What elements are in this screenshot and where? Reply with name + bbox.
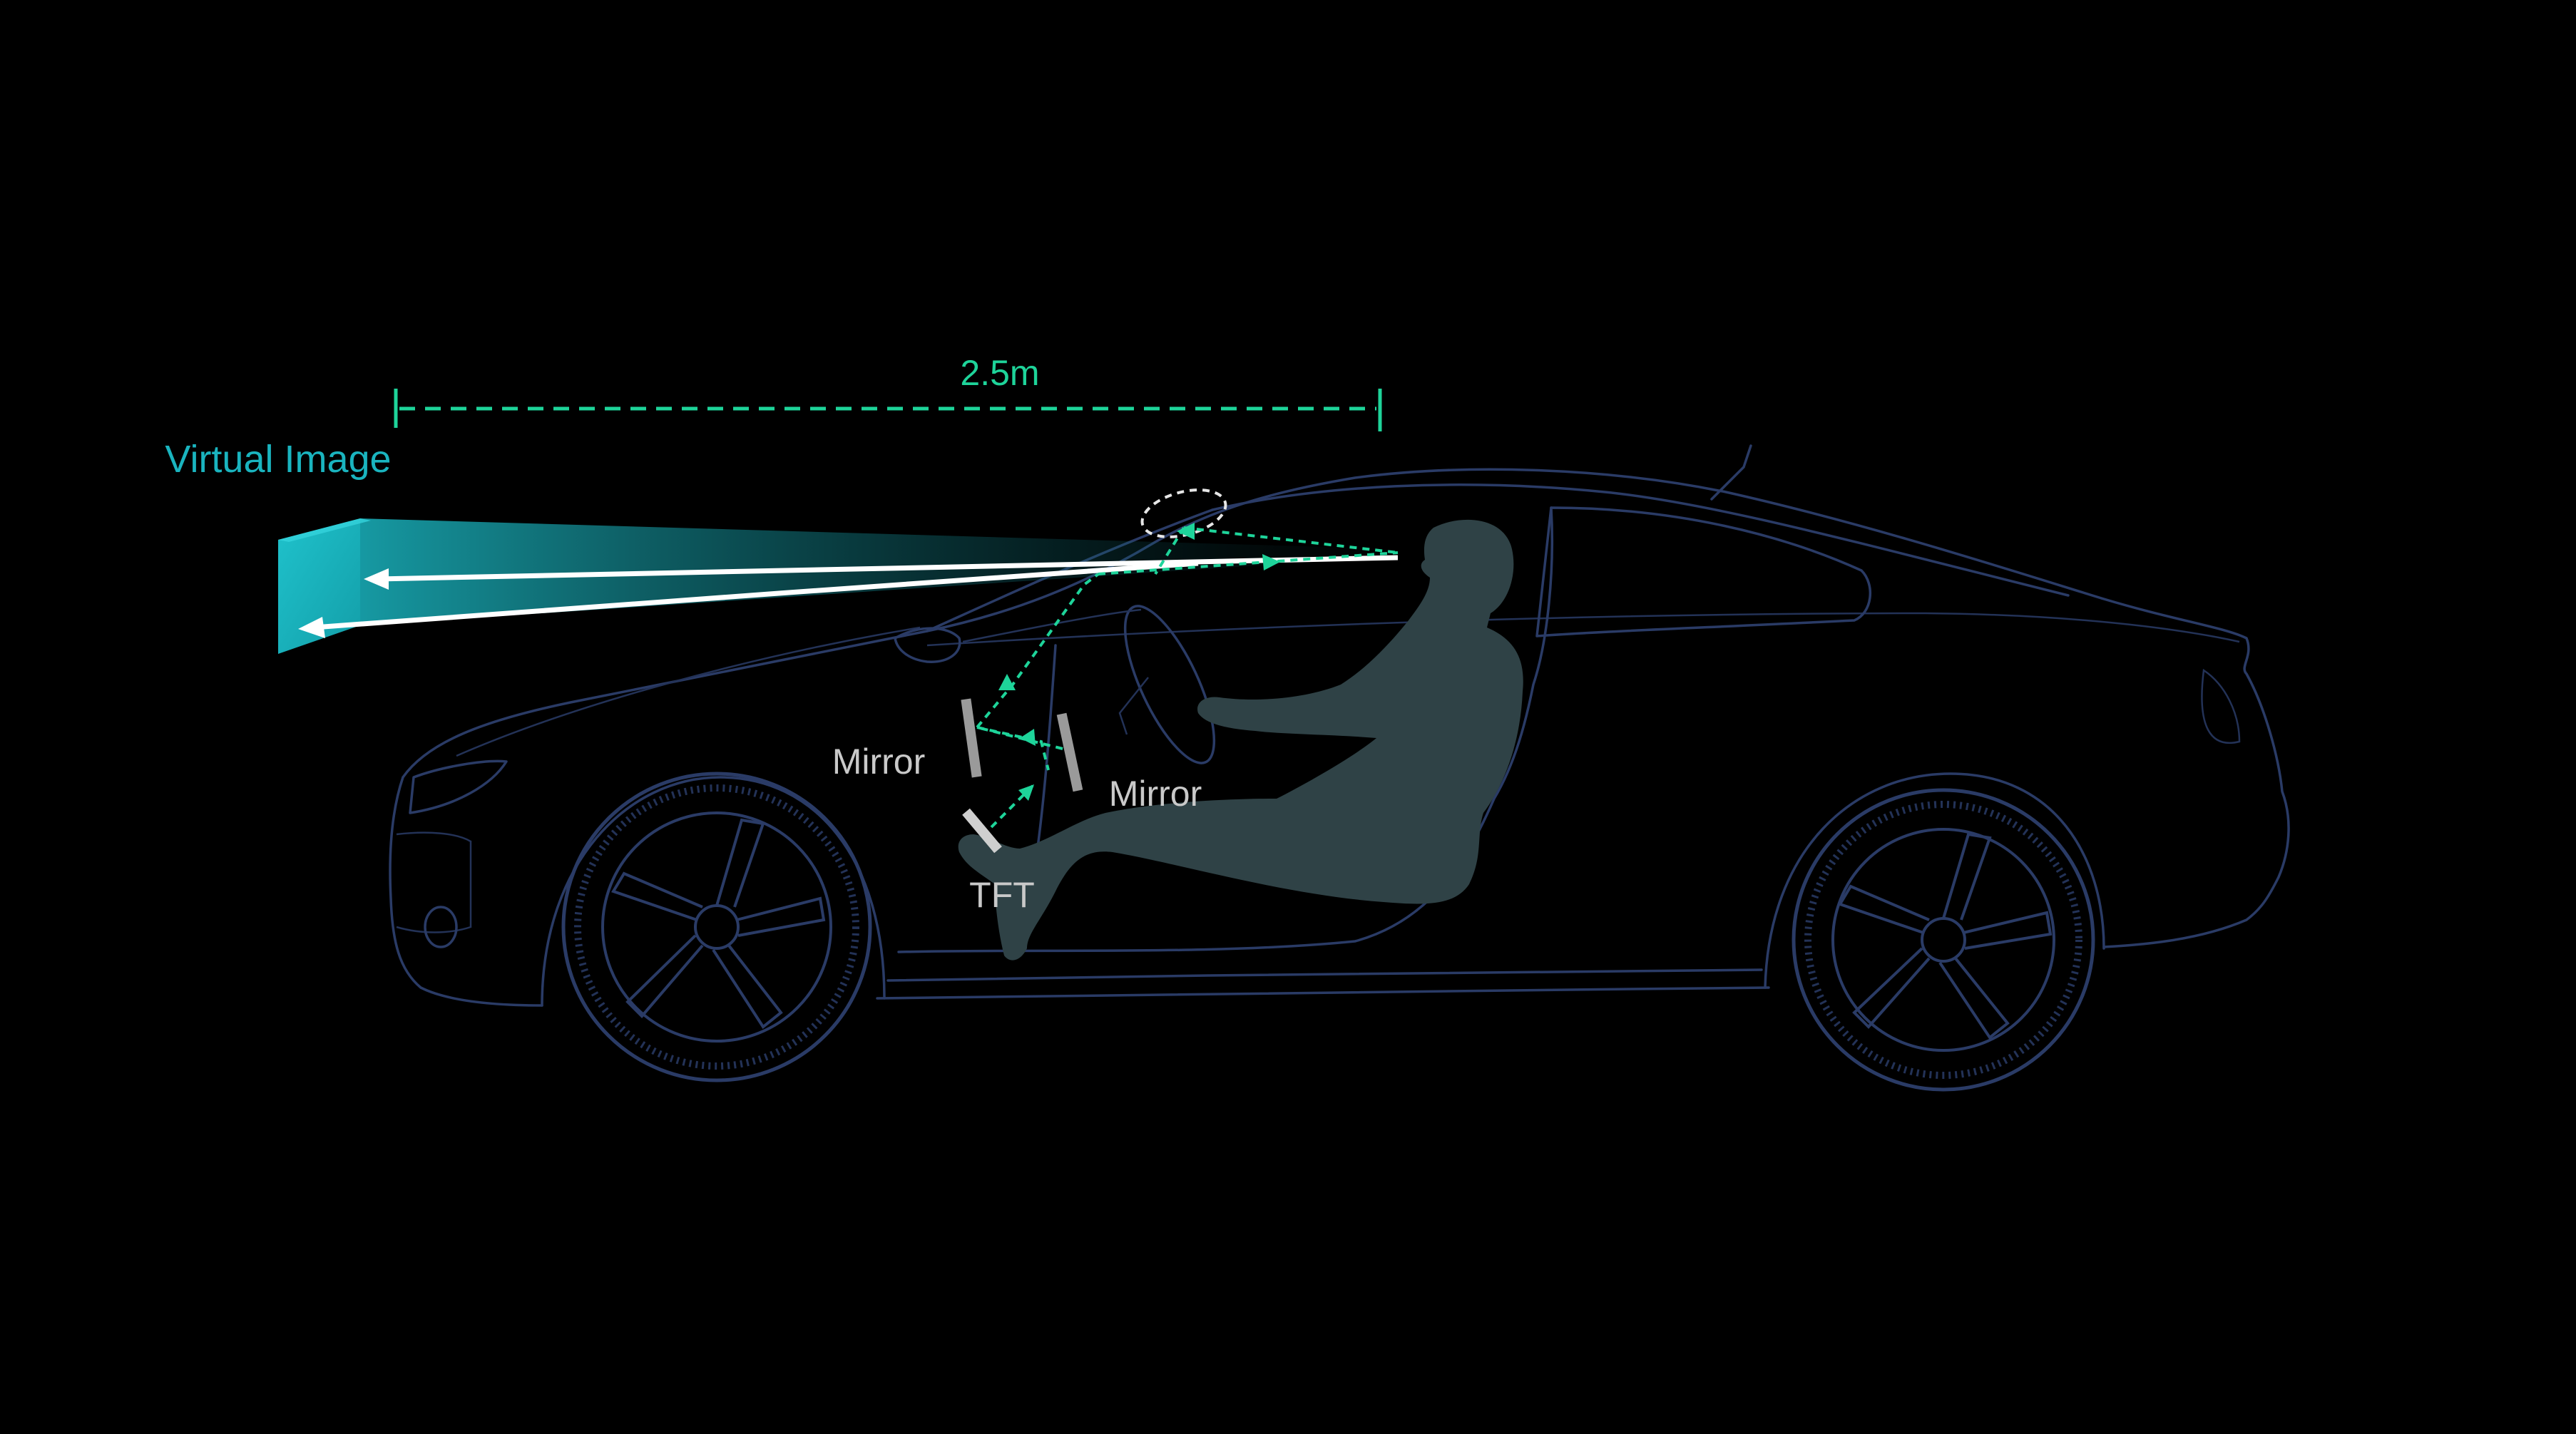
ray-windshield-to-eye bbox=[1098, 551, 1399, 575]
ray-mirror1-to-windshield bbox=[976, 573, 1100, 729]
car-lower-body-line bbox=[886, 968, 1763, 982]
driver-silhouette bbox=[958, 519, 1523, 961]
car-headlight bbox=[409, 759, 508, 814]
car-antenna bbox=[1710, 444, 1752, 501]
steering-column bbox=[1118, 677, 1149, 735]
sight-ray-upper bbox=[377, 555, 1399, 582]
distance-dimension bbox=[394, 389, 1382, 431]
mirror-left-label: Mirror bbox=[832, 742, 926, 782]
ray-arrow-5 bbox=[1177, 523, 1195, 540]
tft-label: TFT bbox=[969, 875, 1035, 915]
car-hood-line bbox=[456, 626, 921, 757]
car-rocker-line bbox=[876, 986, 1770, 1000]
car-fog-light bbox=[424, 906, 458, 948]
ray-mirror-bounce bbox=[976, 726, 1050, 771]
rear-wheel-arch bbox=[1764, 772, 2105, 989]
front-wheel bbox=[561, 772, 872, 1082]
sight-ray-lower bbox=[313, 560, 1199, 630]
ray-arrow-1 bbox=[1018, 784, 1034, 801]
dashboard-line bbox=[962, 608, 1142, 643]
ray-arrow-3 bbox=[998, 674, 1016, 690]
virtual-image-beam bbox=[360, 518, 1398, 625]
sight-ray-upper-head bbox=[364, 568, 389, 590]
mirror-left-element bbox=[961, 698, 982, 778]
car-roof bbox=[1211, 483, 2070, 597]
car-tail-light bbox=[2201, 668, 2241, 744]
ray-combiner-down bbox=[1154, 526, 1185, 575]
car-grille bbox=[396, 831, 472, 933]
virtual-image-face bbox=[278, 518, 360, 654]
mirror-right-element bbox=[1056, 712, 1083, 792]
car-front-bumper bbox=[389, 776, 543, 1007]
mirror-right-label: Mirror bbox=[1109, 774, 1202, 814]
ray-tft-to-mirror2 bbox=[990, 783, 1036, 829]
steering-wheel bbox=[1123, 605, 1216, 764]
car-body-profile bbox=[402, 468, 2290, 948]
virtual-image-projection bbox=[278, 518, 1399, 654]
ray-combiner-to-eye bbox=[1183, 526, 1399, 554]
optical-path bbox=[976, 523, 1399, 829]
car-side-mirror bbox=[894, 627, 961, 663]
car-side-window bbox=[1535, 506, 1872, 637]
car-shoulder-line bbox=[926, 612, 2240, 647]
ray-arrow-4 bbox=[1262, 554, 1280, 570]
tft-element bbox=[962, 808, 1002, 854]
virtual-image-top bbox=[278, 518, 371, 542]
virtual-image-label: Virtual Image bbox=[165, 438, 391, 481]
rear-wheel bbox=[1792, 788, 2095, 1092]
sight-ray-lower-head bbox=[298, 617, 325, 638]
distance-label: 2.5m bbox=[960, 353, 1039, 393]
